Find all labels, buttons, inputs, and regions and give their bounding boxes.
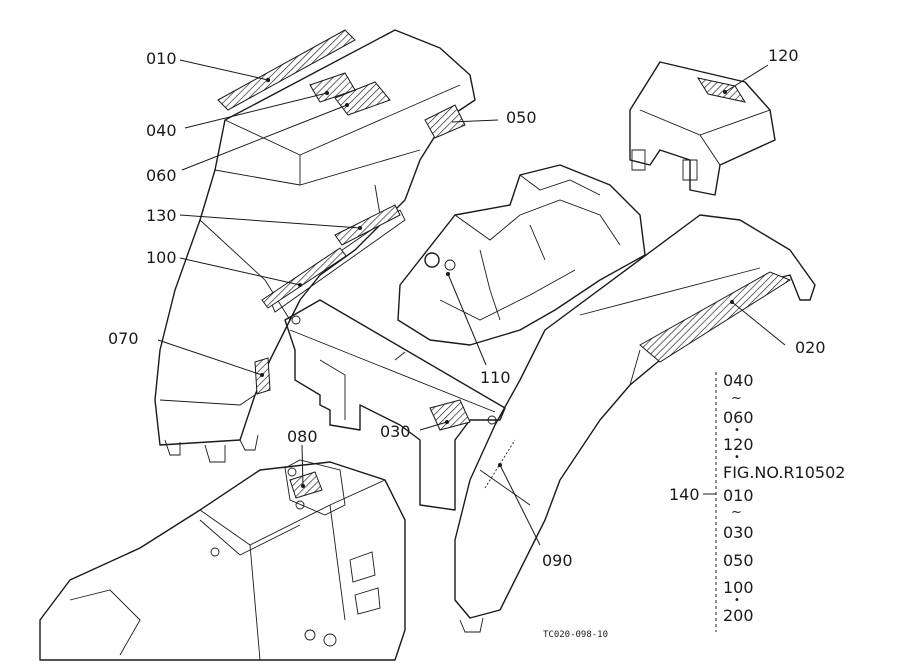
hood-part	[154, 29, 476, 463]
decal-120	[696, 77, 747, 103]
engine-part	[397, 164, 646, 346]
decal-070	[254, 357, 271, 395]
callout-050: 050	[506, 108, 537, 127]
decal-020	[639, 271, 792, 363]
callout-010: 010	[146, 49, 177, 68]
set-legend-item: 060	[723, 408, 754, 427]
set-legend-bullet: •	[734, 452, 740, 463]
rear-cover-part	[629, 61, 776, 196]
set-legend-bullet: •	[734, 425, 740, 436]
decal-060	[334, 81, 391, 116]
set-legend-item: FIG.NO.R10502	[723, 463, 846, 482]
center-panel-part	[284, 299, 506, 511]
set-legend-tilde: ~	[731, 505, 742, 520]
decal-130	[334, 204, 401, 246]
transmission-part	[39, 459, 406, 661]
callout-030: 030	[380, 422, 411, 441]
callout-080: 080	[287, 427, 318, 446]
right-fender-part	[454, 214, 816, 633]
set-legend-bullet: •	[734, 595, 740, 606]
set-legend-item: 100	[723, 578, 754, 597]
set-legend-item: 200	[723, 606, 754, 625]
callout-070: 070	[108, 329, 139, 348]
set-legend-item: 120	[723, 435, 754, 454]
callout-090: 090	[542, 551, 573, 570]
callout-130: 130	[146, 206, 177, 225]
set-legend-item: 010	[723, 486, 754, 505]
callout-040: 040	[146, 121, 177, 140]
set-legend-tilde: ~	[731, 391, 742, 406]
callout-120: 120	[768, 46, 799, 65]
callout-020: 020	[795, 338, 826, 357]
set-legend-id: 140	[669, 485, 700, 504]
decal-100	[261, 247, 347, 309]
set-legend-item: 030	[723, 523, 754, 542]
set-legend-item: 050	[723, 551, 754, 570]
decal-090	[484, 439, 516, 489]
figure-code: TC020-098-10	[543, 630, 609, 640]
set-legend-item: 040	[723, 371, 754, 390]
callout-100: 100	[146, 248, 177, 267]
callout-060: 060	[146, 166, 177, 185]
leader-lines	[157, 59, 786, 632]
decal-080	[289, 471, 323, 499]
decal-050	[424, 104, 466, 139]
callout-110: 110	[480, 368, 511, 387]
